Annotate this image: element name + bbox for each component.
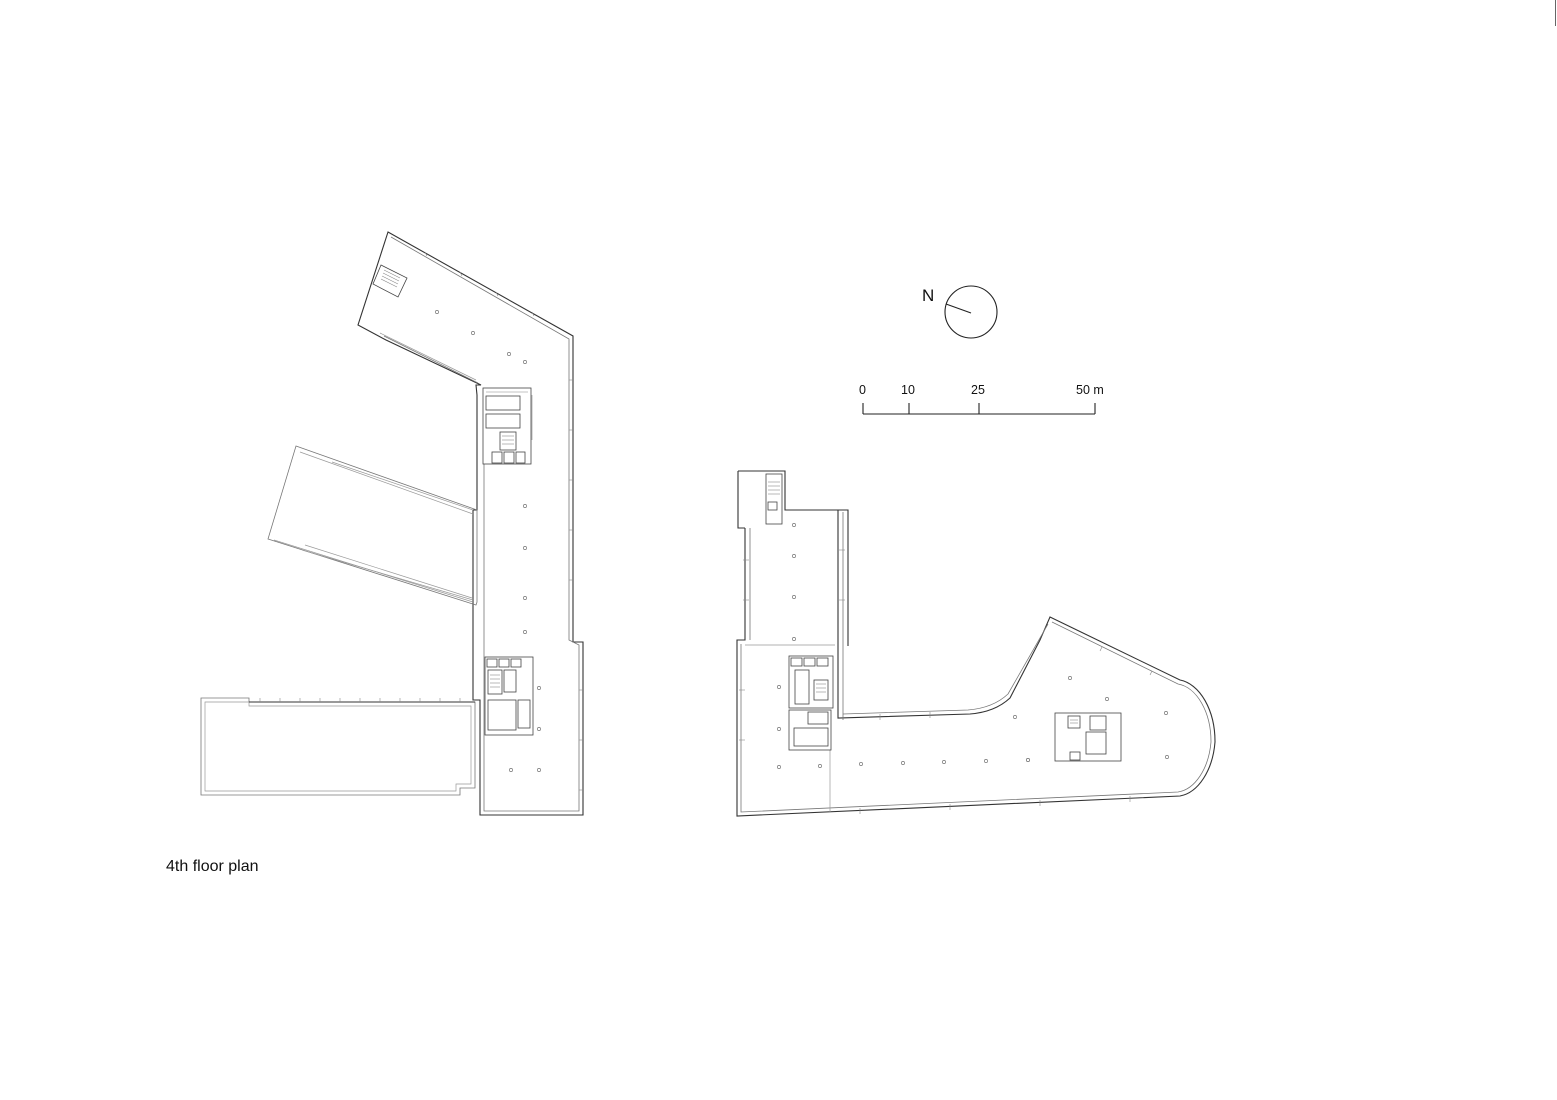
west-core-south [484,656,534,736]
scale-label-25: 25 [971,383,985,397]
north-tip-stair [372,264,408,298]
east-core-wing [1054,712,1122,762]
scale-label-50: 50 m [1076,383,1104,397]
east-core-junction [788,655,834,751]
scale-label-0: 0 [859,383,866,397]
north-label: N [922,286,935,305]
west-terrace-wing-upper [267,445,478,606]
west-building [200,231,584,816]
scale-label-10: 10 [901,383,915,397]
east-columns [777,523,1169,769]
east-building [736,470,1216,817]
east-stair-tower [737,470,849,646]
scale-bar [862,403,1096,415]
west-north-wing [357,231,584,816]
north-arrow-icon [944,285,998,339]
west-core-north [482,387,533,465]
drawing-caption: 4th floor plan [166,858,259,875]
west-south-wing [200,697,476,796]
page-edge-marker [1555,0,1556,26]
